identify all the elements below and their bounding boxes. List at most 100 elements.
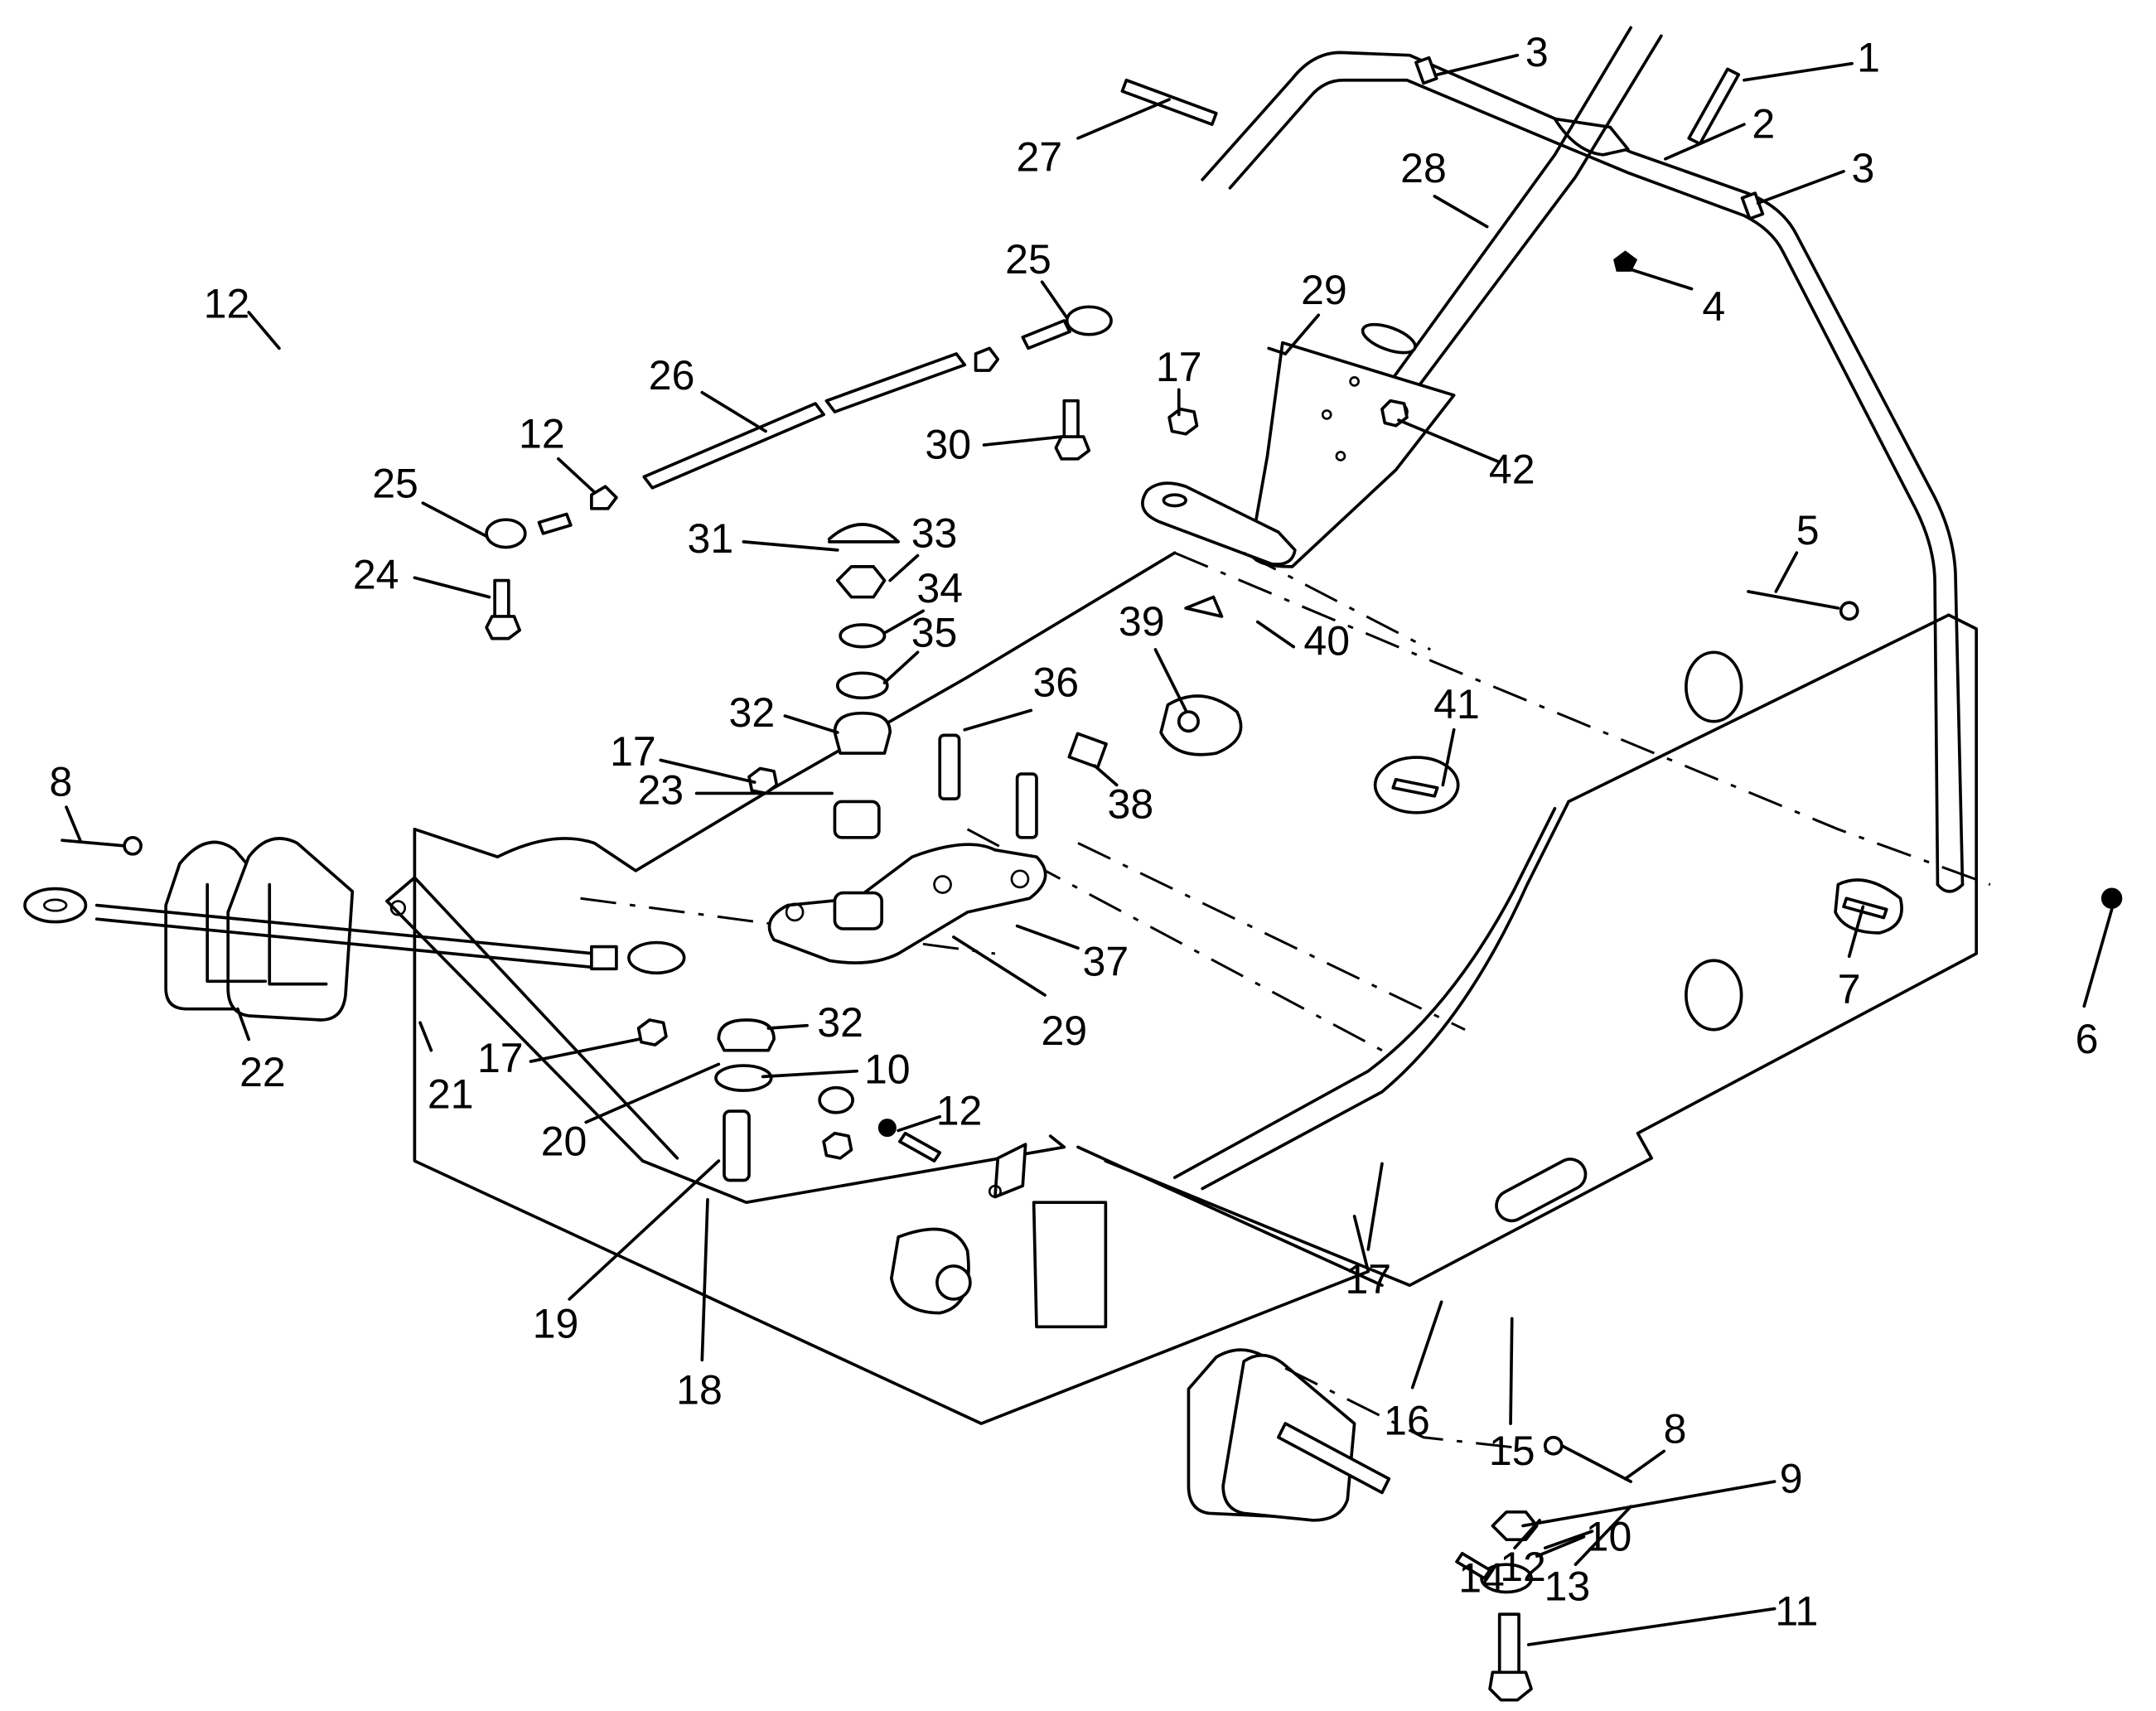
leader-line bbox=[1513, 1518, 1541, 1550]
callout-label: 27 bbox=[1016, 134, 1062, 181]
leader-line bbox=[413, 576, 491, 599]
leader-line bbox=[882, 650, 920, 684]
callout-label: 10 bbox=[864, 1046, 911, 1093]
callout-label: 29 bbox=[1301, 267, 1347, 313]
steering-post bbox=[1141, 26, 1663, 568]
callout-label: 23 bbox=[637, 767, 684, 814]
leader-line bbox=[783, 714, 839, 734]
leader-line bbox=[897, 1114, 942, 1133]
callout-6: 6 bbox=[2076, 907, 2114, 1062]
callout-32: 32 bbox=[729, 689, 839, 736]
callout-label: 5 bbox=[1796, 507, 1820, 553]
callout-label: 28 bbox=[1400, 145, 1447, 191]
leader-line bbox=[1774, 551, 1799, 593]
callout-label: 20 bbox=[541, 1118, 587, 1164]
leader-line bbox=[1543, 1530, 1594, 1550]
callout-36: 36 bbox=[963, 660, 1079, 732]
lower-gasket-plates bbox=[1187, 1348, 1549, 1522]
callout-label: 8 bbox=[49, 759, 72, 805]
callout-label: 35 bbox=[911, 610, 958, 656]
callout-23: 23 bbox=[637, 767, 834, 814]
leader-line bbox=[700, 390, 767, 433]
leader-line bbox=[1521, 1480, 1777, 1528]
leader-line bbox=[766, 1023, 809, 1030]
callout-label: 11 bbox=[1775, 1588, 1818, 1634]
callout-label: 32 bbox=[817, 999, 863, 1046]
callout-label: 17 bbox=[610, 728, 656, 775]
callout-label: 25 bbox=[1005, 236, 1051, 283]
callout-42: 42 bbox=[1397, 418, 1535, 493]
callout-5: 5 bbox=[1774, 507, 1820, 593]
callout-label: 16 bbox=[1384, 1397, 1430, 1443]
callout-label: 2 bbox=[1752, 101, 1775, 147]
leader-line bbox=[65, 805, 82, 842]
callout-label: 18 bbox=[676, 1367, 723, 1414]
leader-line bbox=[1743, 61, 1854, 82]
callout-17: 17 bbox=[1345, 1162, 1391, 1303]
leader-line bbox=[1526, 1607, 1777, 1646]
leader-line bbox=[1629, 268, 1694, 291]
hardware bbox=[60, 67, 2123, 1702]
callout-label: 37 bbox=[1083, 938, 1129, 984]
callout-4: 4 bbox=[1629, 268, 1725, 330]
leader-line bbox=[1847, 905, 1865, 959]
leader-line bbox=[1015, 924, 1080, 950]
callout-35: 35 bbox=[882, 610, 958, 684]
callout-40: 40 bbox=[1255, 618, 1350, 665]
callout-label: 38 bbox=[1108, 781, 1154, 827]
callout-label: 17 bbox=[1345, 1256, 1391, 1303]
callout-8: 8 bbox=[1623, 1405, 1686, 1481]
callout-3: 3 bbox=[1756, 145, 1874, 205]
callout-label: 3 bbox=[1525, 29, 1549, 75]
leader-line bbox=[529, 1037, 641, 1063]
leader-line bbox=[1441, 727, 1456, 787]
pivot-bracket bbox=[767, 800, 1047, 964]
callout-18: 18 bbox=[676, 1198, 723, 1414]
callout-22: 22 bbox=[236, 1007, 286, 1095]
leader-line bbox=[1623, 1449, 1666, 1481]
leader-line bbox=[1535, 1535, 1586, 1559]
leader-line bbox=[659, 758, 757, 784]
callout-9: 9 bbox=[1521, 1455, 1803, 1528]
callout-34: 34 bbox=[882, 565, 963, 635]
leader-line bbox=[421, 501, 488, 539]
callout-24: 24 bbox=[353, 551, 491, 599]
callout-label: 34 bbox=[916, 565, 963, 611]
callout-label: 17 bbox=[477, 1035, 524, 1081]
callout-label: 33 bbox=[911, 510, 958, 556]
callout-12: 12 bbox=[519, 410, 597, 494]
callout-label: 3 bbox=[1851, 145, 1874, 191]
callout-label: 4 bbox=[1702, 283, 1725, 330]
callout-label: 40 bbox=[1303, 618, 1350, 665]
callout-20: 20 bbox=[541, 1062, 721, 1164]
leader-line bbox=[2082, 907, 2114, 1008]
callout-11: 11 bbox=[1526, 1588, 1818, 1646]
leader-line bbox=[1283, 313, 1321, 355]
callout-12: 12 bbox=[1500, 1518, 1546, 1590]
callout-17: 17 bbox=[477, 1035, 641, 1081]
callout-12: 12 bbox=[897, 1088, 982, 1134]
leader-line bbox=[584, 1062, 721, 1124]
handle-bar bbox=[1201, 51, 1965, 893]
callout-25: 25 bbox=[372, 460, 488, 539]
leader-line bbox=[557, 457, 597, 494]
leader-line bbox=[1410, 1300, 1443, 1390]
callout-8: 8 bbox=[49, 759, 82, 842]
callout-41: 41 bbox=[1433, 681, 1480, 787]
callout-10: 10 bbox=[1535, 1513, 1632, 1559]
leader-line bbox=[1255, 620, 1296, 649]
callout-19: 19 bbox=[533, 1159, 721, 1347]
callout-label: 42 bbox=[1489, 447, 1535, 493]
callout-label: 21 bbox=[428, 1071, 474, 1118]
callout-12: 12 bbox=[204, 281, 281, 350]
callout-label: 15 bbox=[1489, 1428, 1535, 1474]
callout-38: 38 bbox=[1093, 764, 1154, 827]
callout-label: 1 bbox=[1857, 35, 1880, 81]
callout-label: 22 bbox=[239, 1049, 286, 1095]
leader-line bbox=[882, 609, 926, 635]
leader-line bbox=[742, 540, 839, 552]
callout-3: 3 bbox=[1435, 29, 1549, 76]
callout-label: 9 bbox=[1780, 1455, 1803, 1501]
callout-label: 17 bbox=[1156, 344, 1202, 390]
